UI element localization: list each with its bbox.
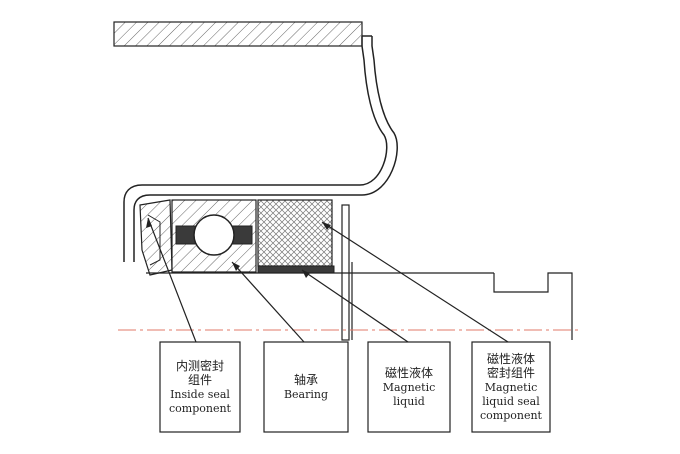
label-text-inside-seal-0: 内测密封 [176,358,224,373]
arrowhead-magnetic-liquid-seal [322,222,331,230]
bracket [123,35,398,262]
label-box-frame [367,341,451,433]
housing-plate [113,21,363,47]
label-text-magnetic-liquid-seal-0: 磁性液体 [487,351,535,366]
label-box-frame [159,341,241,433]
label-text-bearing-0: 轴承 [294,372,318,387]
label-text-bearing-1: Bearing [284,388,328,401]
label-text-magnetic-liquid-2: liquid [393,395,425,408]
bearing-ball [193,214,235,256]
bearing [171,199,257,273]
leader-magnetic-liquid [301,269,409,343]
label-text-magnetic-liquid-seal-4: component [480,409,543,422]
leader-lines [147,217,509,343]
arrowhead-bearing [232,262,240,271]
arrowhead-inside-seal [146,218,152,228]
magnetic-liquid [257,265,335,274]
label-text-inside-seal-3: component [169,402,232,415]
label-text-inside-seal-2: Inside seal [170,388,230,401]
arrowhead-magnetic-liquid [302,270,310,278]
label-box-frame [471,341,551,433]
label-text-magnetic-liquid-seal-2: Magnetic [485,381,538,394]
label-text-inside-seal-1: 组件 [188,373,212,387]
label-text-magnetic-liquid-1: Magnetic [383,381,436,394]
label-text-magnetic-liquid-seal-1: 密封组件 [487,365,535,380]
label-box-frame [263,341,349,433]
magnetic-liquid-seal-component [257,199,333,267]
label-text-magnetic-liquid-seal-3: liquid seal [482,395,540,408]
arrowheads [146,218,331,278]
leader-inside-seal [147,217,197,343]
shaft [146,272,573,340]
label-text-magnetic-liquid-0: 磁性液体 [385,365,433,380]
leader-bearing [231,261,305,343]
leader-magnetic-liquid-seal [321,221,509,343]
